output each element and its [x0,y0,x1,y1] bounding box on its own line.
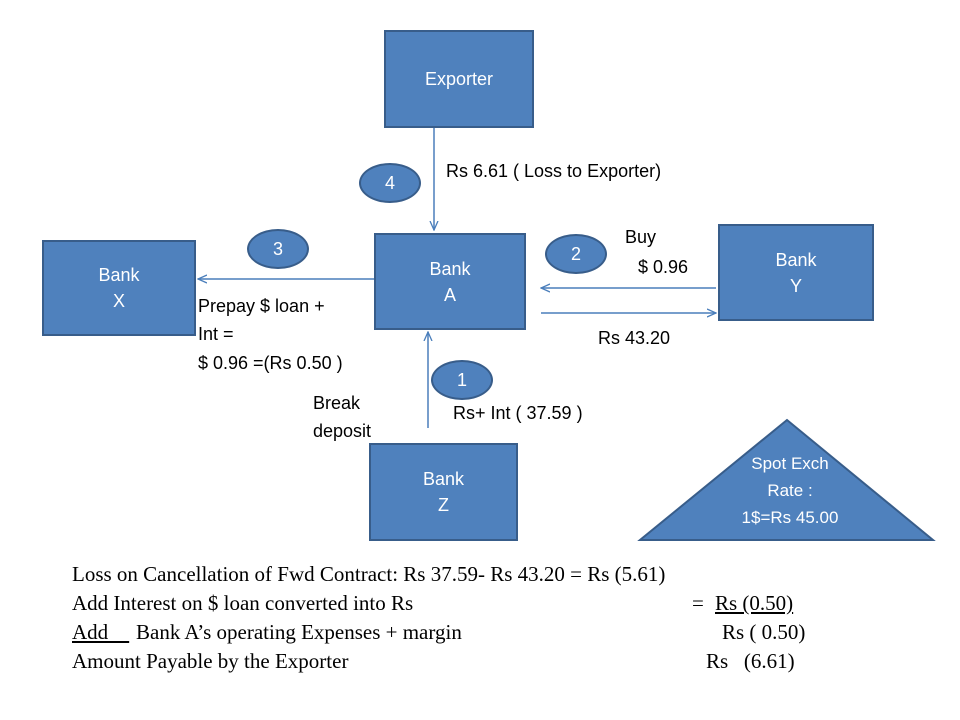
summary-row-3-underlined: Add [72,620,130,644]
spot-rate-triangle [637,418,936,541]
bank-a-node: Bank A [374,233,526,330]
bank-y-node: Bank Y [718,224,874,321]
rs-int-label: Rs+ Int ( 37.59 ) [453,403,583,423]
step-1-label: 1 [456,369,467,390]
step-3-badge: 3 [247,229,309,269]
bank-a-label-1: Bank [429,258,471,279]
summary-row-2-value: Rs (0.50) [715,591,794,615]
bank-z-label-2: Z [438,495,449,515]
break-label-2: deposit [313,421,372,441]
step-2-badge: 2 [545,234,607,274]
prepay-label-2: Int = [198,324,234,344]
buy-label: Buy [625,227,657,247]
bank-x-label-2: X [112,291,125,311]
summary-row-3-value: Rs ( 0.50) [722,620,806,644]
step-2-label: 2 [570,243,581,264]
bank-y-label-1: Bank [775,249,817,270]
step-3-label: 3 [272,238,283,259]
exporter-label: Exporter [424,69,494,89]
buy-amount-label: $ 0.96 [638,257,689,277]
spot-rate-line-1: Spot Exch [751,454,829,473]
summary-row-3-label: Bank A’s operating Expenses + margin [136,620,462,644]
rs-43-label: Rs 43.20 [598,328,671,348]
prepay-label-3: $ 0.96 =(Rs 0.50 ) [198,353,343,373]
step-4-label: 4 [384,172,395,193]
summary-row-2-label: Add Interest on $ loan converted into Rs [72,591,414,615]
prepay-label-1: Prepay $ loan + [198,296,325,316]
step-1-badge: 1 [431,360,493,400]
spot-rate-line-3: 1$=Rs 45.00 [741,508,839,527]
spot-rate-text: Spot Exch Rate : 1$=Rs 45.00 [690,450,890,531]
summary-row-4-value: Rs (6.61) [706,649,795,673]
loss-to-exporter-label: Rs 6.61 ( Loss to Exporter) [446,161,662,181]
break-label-1: Break [313,393,361,413]
spot-rate-line-2: Rate : [767,481,813,500]
step-4-badge: 4 [359,163,421,203]
exporter-node: Exporter [384,30,534,128]
summary-row-4-label: Amount Payable by the Exporter [72,649,349,673]
bank-y-label-2: Y [789,275,802,296]
bank-a-label-2: A [443,284,456,305]
bank-x-label-1: Bank [98,265,140,285]
bank-x-node: Bank X [42,240,196,336]
bank-z-node: Bank Z [369,443,518,541]
bank-z-label-1: Bank [422,469,465,489]
summary-row-1-label: Loss on Cancellation of Fwd Contract: Rs… [72,562,666,586]
summary-row-2-eq: = [692,591,704,615]
